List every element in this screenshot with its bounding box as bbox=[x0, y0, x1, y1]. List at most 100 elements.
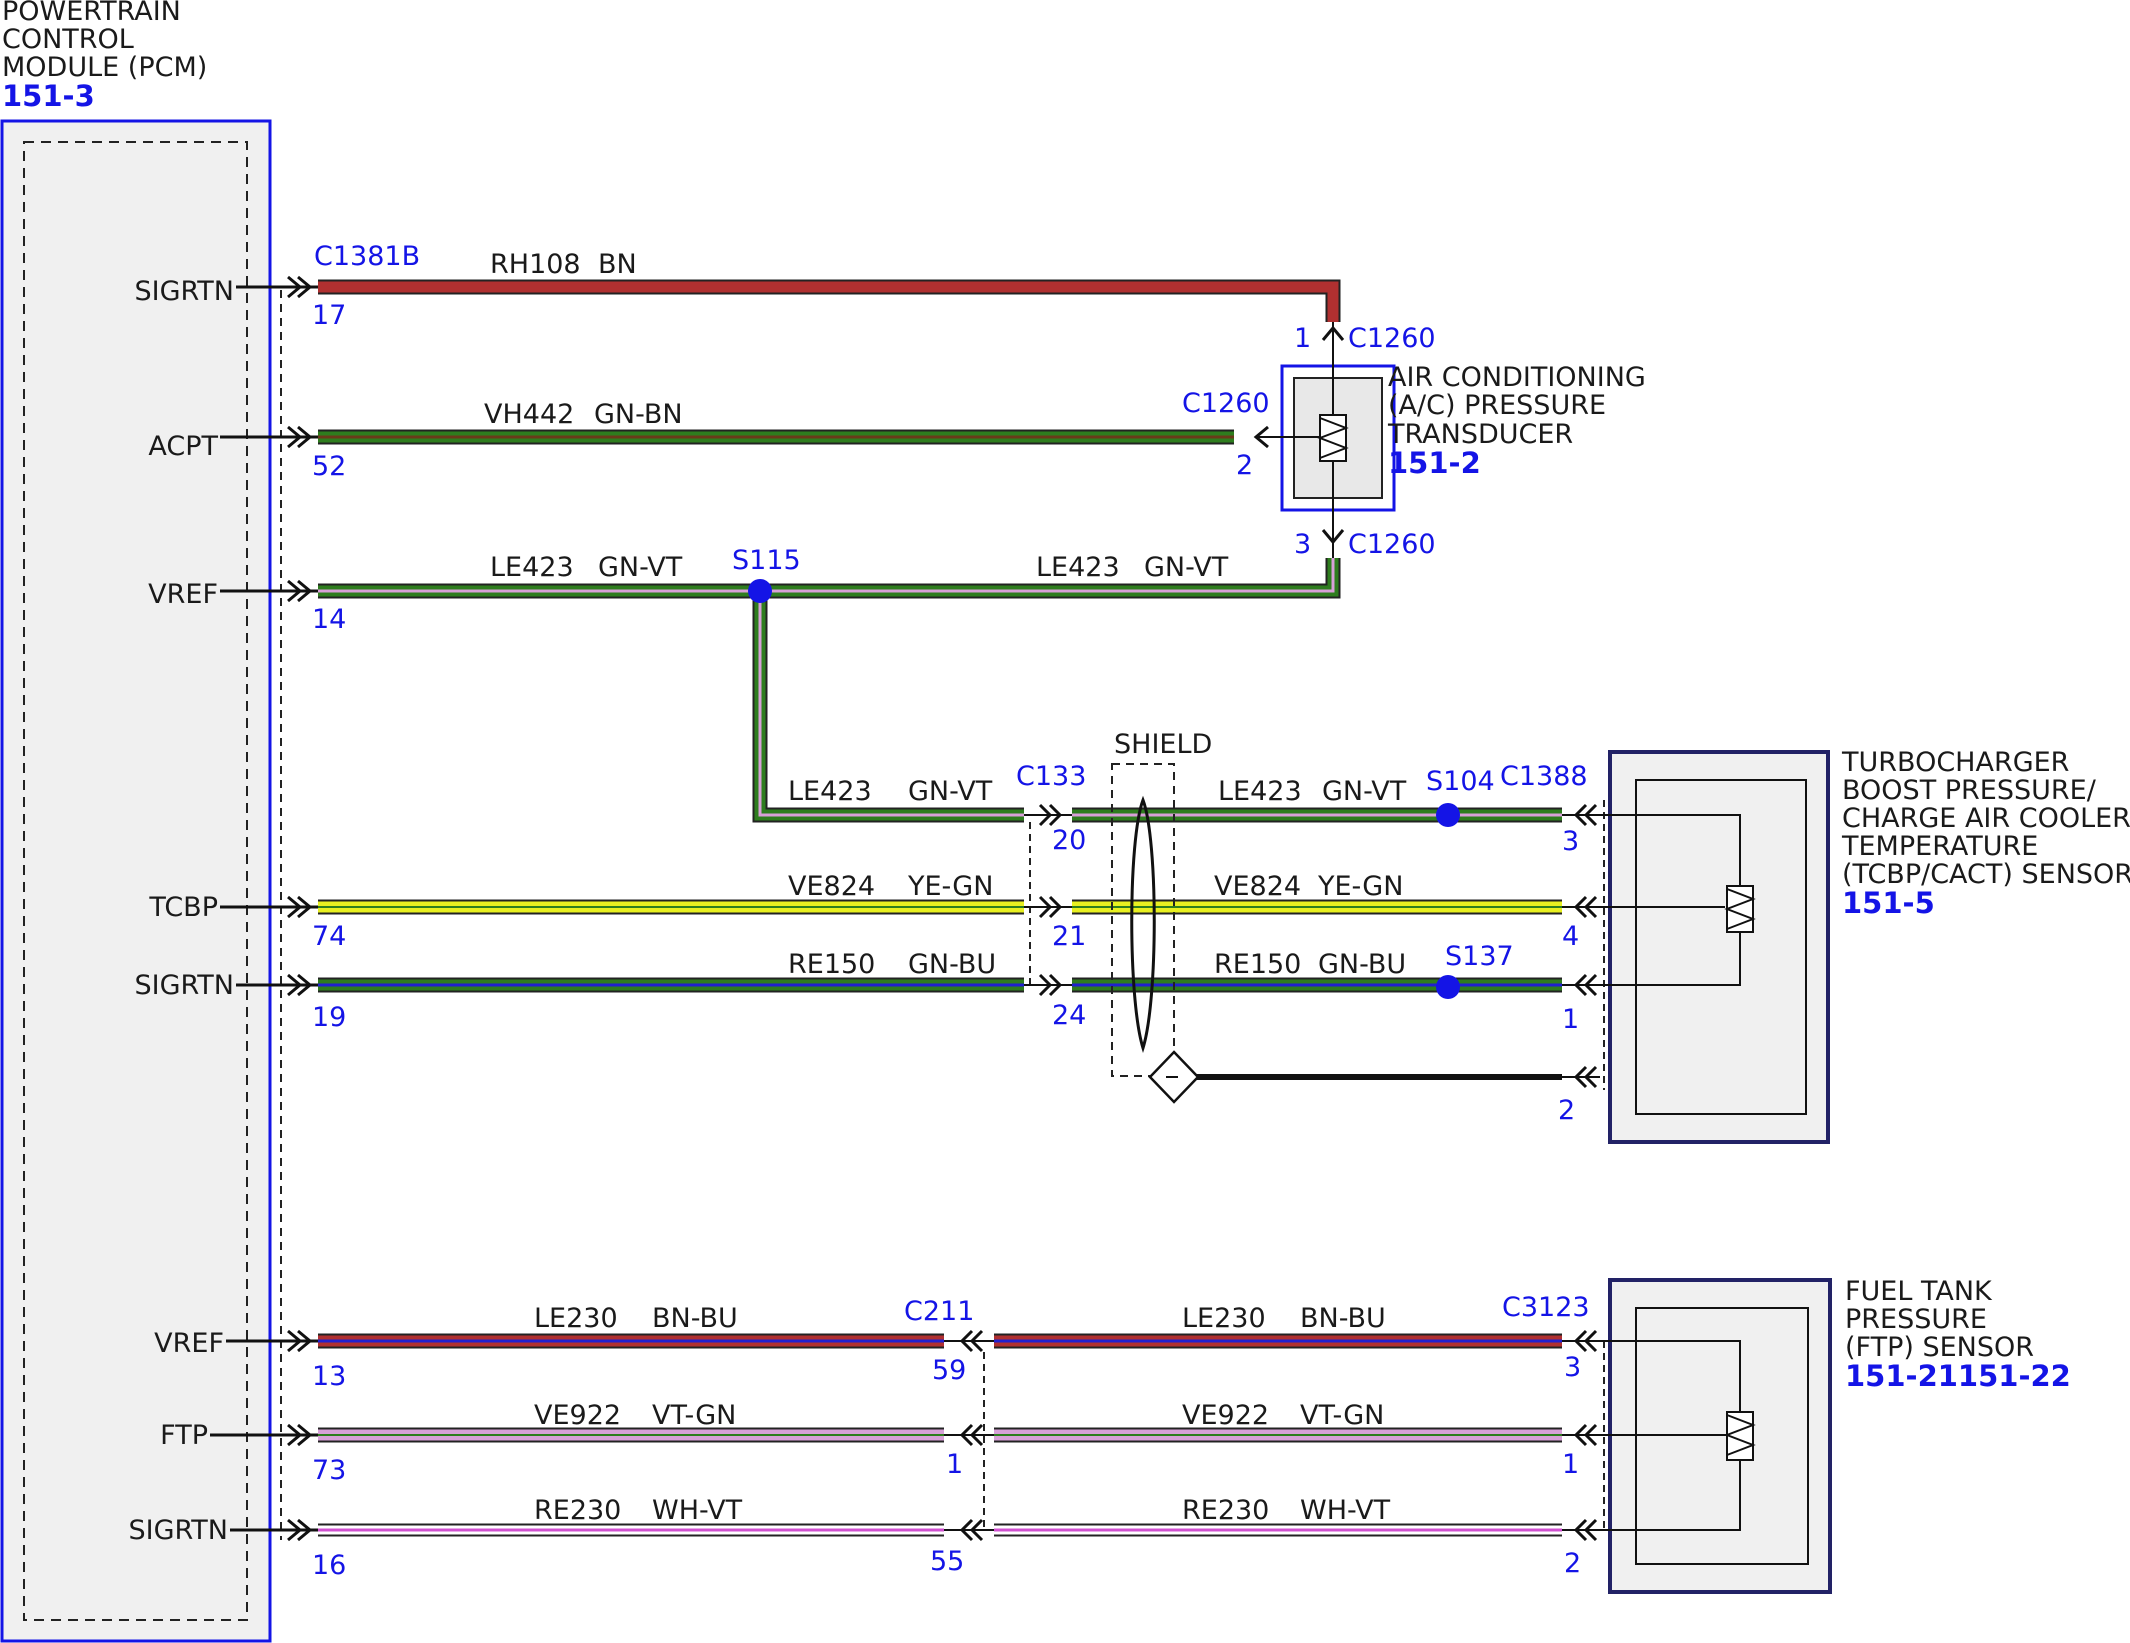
wire-re230-circuit: RE230 bbox=[1182, 1495, 1269, 1526]
connector-c1381b-label: C1381B bbox=[314, 241, 420, 272]
ftp-sensor-pin: 1 bbox=[1562, 1449, 1579, 1480]
pcm-pin-label-sigrtn: SIGRTN bbox=[134, 970, 234, 1001]
connector-c1260-label: C1260 bbox=[1182, 388, 1270, 419]
wire-re150-circuit: RE150 bbox=[1214, 949, 1301, 980]
pcm-pin-label-ftp: FTP bbox=[160, 1420, 208, 1451]
pcm-pin-label-tcbp: TCBP bbox=[148, 892, 218, 923]
connector-c1260-label: C1260 bbox=[1348, 323, 1436, 354]
tcbp-sensor-title-line-4: TEMPERATURE bbox=[1841, 831, 2038, 862]
ftp-sensor-reference: 151-21151-22 bbox=[1845, 1359, 2071, 1393]
connector-c211: C211 59 1 55 bbox=[904, 1296, 994, 1577]
tcbp-sensor-title-line-5: (TCBP/CACT) SENSOR bbox=[1842, 859, 2130, 890]
wire-le423-color: GN-VT bbox=[598, 552, 683, 583]
shield-symbol-icon bbox=[1130, 795, 1156, 1054]
connector-c211-pin: 59 bbox=[932, 1355, 966, 1386]
shield: SHIELD bbox=[1111, 729, 1212, 1104]
connector-c1388-label: C1388 bbox=[1500, 761, 1588, 792]
wire-ve922: VE922 VT-GN VE922 VT-GN bbox=[318, 1400, 1562, 1443]
tcbp-sensor-body bbox=[1635, 779, 1807, 1115]
sensor-element-icon bbox=[1319, 414, 1347, 462]
pcm-pin-stubs bbox=[210, 275, 318, 1542]
wire-ve824-circuit: VE824 bbox=[1214, 871, 1301, 902]
splice-s115 bbox=[748, 579, 772, 603]
splice-s115-label: S115 bbox=[732, 545, 801, 576]
shield-boundary bbox=[1111, 763, 1175, 1077]
ac-pressure-transducer: 1 C1260 C1260 2 3 C1260 AIR CONDITIONING… bbox=[1182, 322, 1646, 560]
pcm-inner-boundary bbox=[23, 141, 248, 1621]
wire-le423-circuit: LE423 bbox=[1036, 552, 1120, 583]
ac-transducer-title-line-2: (A/C) PRESSURE bbox=[1388, 390, 1606, 421]
tcbp-sensor-pin: 4 bbox=[1562, 921, 1579, 952]
wire-rh108: RH108 BN bbox=[318, 249, 1341, 322]
wire-vh442-circuit: VH442 bbox=[484, 399, 574, 430]
wire-le423-circuit: LE423 bbox=[1218, 776, 1302, 807]
wire-le230-color: BN-BU bbox=[1300, 1303, 1386, 1334]
wire-le230-circuit: LE230 bbox=[1182, 1303, 1266, 1334]
wire-re230-color: WH-VT bbox=[1300, 1495, 1391, 1526]
ac-transducer-title-line-1: AIR CONDITIONING bbox=[1388, 362, 1646, 393]
tcbp-sensor-pin: 3 bbox=[1562, 826, 1579, 857]
tcbp-sensor-reference: 151-5 bbox=[1842, 886, 1935, 920]
connector-c133: C133 20 21 24 bbox=[1016, 761, 1086, 1031]
tcbp-sensor-pin: 1 bbox=[1562, 1004, 1579, 1035]
ac-transducer-pin: 1 bbox=[1294, 323, 1311, 354]
wire-ve824-circuit: VE824 bbox=[788, 871, 875, 902]
wire-le423-color: GN-VT bbox=[1322, 776, 1407, 807]
tcbp-sensor-title-line-2: BOOST PRESSURE/ bbox=[1842, 775, 2097, 806]
wire-rh108-color: BN bbox=[598, 249, 637, 280]
pcm-title-line-2: CONTROL bbox=[2, 24, 134, 55]
pcm-module: POWERTRAIN CONTROL MODULE (PCM) 151-3 SI… bbox=[0, 0, 420, 1643]
wire-ve824-color: YE-GN bbox=[1317, 871, 1403, 902]
wire-re150: RE150 GN-BU RE150 GN-BU bbox=[318, 949, 1562, 993]
wire-le423-color: GN-VT bbox=[908, 776, 993, 807]
pcm-title-line-1: POWERTRAIN bbox=[2, 0, 181, 27]
wire-re230-color: WH-VT bbox=[652, 1495, 743, 1526]
wire-re150-color: GN-BU bbox=[1318, 949, 1406, 980]
wire-ve922-circuit: VE922 bbox=[534, 1400, 621, 1431]
pcm-pin-label-sigrtn: SIGRTN bbox=[134, 276, 234, 307]
pcm-pin-label-acpt: ACPT bbox=[148, 431, 218, 462]
pcm-outline bbox=[0, 119, 272, 1643]
wire-ve922-color: VT-GN bbox=[1300, 1400, 1384, 1431]
wire-rh108-circuit: RH108 bbox=[490, 249, 581, 280]
pcm-pin-number: 14 bbox=[312, 604, 346, 635]
wire-le230: LE230 BN-BU LE230 BN-BU bbox=[318, 1303, 1562, 1349]
pcm-title-line-3: MODULE (PCM) bbox=[2, 52, 207, 83]
wire-vh442: VH442 GN-BN bbox=[318, 399, 1234, 445]
wire-ve824-color: YE-GN bbox=[907, 871, 993, 902]
connector-c1260-label: C1260 bbox=[1348, 529, 1436, 560]
ac-transducer-pin: 2 bbox=[1236, 450, 1253, 481]
splice-s104-label: S104 bbox=[1426, 766, 1495, 797]
wire-re230: RE230 WH-VT RE230 WH-VT bbox=[318, 1495, 1562, 1537]
tcbp-cact-sensor: C1388 3 4 1 2 TURBOCHARGER BOOST PRESSUR… bbox=[1500, 747, 2130, 1144]
ftp-sensor-pin: 2 bbox=[1564, 1548, 1581, 1579]
connector-c133-pin: 21 bbox=[1052, 921, 1086, 952]
wire-ve824: VE824 YE-GN VE824 YE-GN bbox=[318, 871, 1562, 915]
wire-le230-color: BN-BU bbox=[652, 1303, 738, 1334]
pcm-pin-label-sigrtn: SIGRTN bbox=[128, 1515, 228, 1546]
splice-s137 bbox=[1436, 975, 1460, 999]
ftp-sensor-pin: 3 bbox=[1564, 1352, 1581, 1383]
wire-le423-color: GN-VT bbox=[1144, 552, 1229, 583]
wire-le230-circuit: LE230 bbox=[534, 1303, 618, 1334]
wire-le423-circuit: LE423 bbox=[788, 776, 872, 807]
connector-c133-pin: 20 bbox=[1052, 825, 1086, 856]
connector-c211-pin: 55 bbox=[930, 1546, 964, 1577]
pcm-pin-number: 74 bbox=[312, 921, 346, 952]
wire-re150-circuit: RE150 bbox=[788, 949, 875, 980]
ftp-sensor: C3123 3 1 2 FUEL TANK PRESSURE (FTP) SEN… bbox=[1502, 1276, 2071, 1594]
tcbp-sensor-title-line-3: CHARGE AIR COOLER bbox=[1842, 803, 2130, 834]
pcm-pin-number: 19 bbox=[312, 1002, 346, 1033]
pcm-pin-label-vref: VREF bbox=[148, 579, 218, 610]
connector-c211-label: C211 bbox=[904, 1296, 974, 1327]
tcbp-sensor-pin: 2 bbox=[1558, 1095, 1575, 1126]
ac-transducer-reference: 151-2 bbox=[1388, 446, 1481, 480]
ftp-sensor-title-line-1: FUEL TANK bbox=[1845, 1276, 1993, 1307]
pcm-reference: 151-3 bbox=[2, 79, 95, 113]
wire-ve922-circuit: VE922 bbox=[1182, 1400, 1269, 1431]
ac-transducer-pin: 3 bbox=[1294, 529, 1311, 560]
connector-c3123-label: C3123 bbox=[1502, 1292, 1590, 1323]
ftp-sensor-title-line-2: PRESSURE bbox=[1845, 1304, 1987, 1335]
wire-le423: LE423 GN-VT LE423 GN-VT LE423 GN-VT LE42… bbox=[318, 552, 1562, 823]
connector-c211-pin: 1 bbox=[946, 1449, 963, 1480]
